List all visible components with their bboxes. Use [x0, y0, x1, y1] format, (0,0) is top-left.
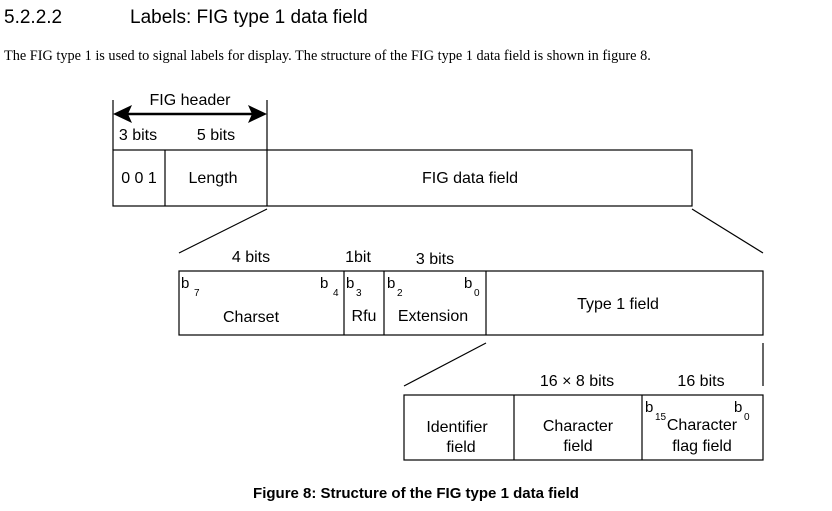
bit-b0-flag-letter: b	[734, 399, 742, 416]
bit-b2-sub: 2	[397, 288, 403, 299]
row2-box	[178, 270, 764, 336]
row3-box	[403, 394, 764, 461]
row1-bits-a: 3 bits	[119, 127, 157, 144]
bit-b0-flag-sub: 0	[744, 412, 750, 423]
cell-charset: Charset	[223, 309, 280, 326]
cell-length: Length	[189, 170, 238, 187]
flag-label-1: Character	[667, 417, 738, 434]
row2-bits-a: 4 bits	[232, 249, 270, 266]
identifier-label-1: Identifier	[426, 419, 488, 436]
row1-box	[112, 149, 693, 207]
fig-header-label: FIG header	[150, 92, 232, 109]
bit-b3-letter: b	[346, 275, 354, 292]
section-title: Labels: FIG type 1 data field	[130, 7, 368, 28]
bit-b7-letter: b	[181, 275, 189, 292]
character-label-2: field	[563, 438, 592, 455]
row3-bits-b: 16 bits	[677, 373, 724, 390]
row3-bits-a: 16 × 8 bits	[540, 373, 614, 390]
cell-001: 0 0 1	[121, 170, 157, 187]
intro-paragraph: The FIG type 1 is used to signal labels …	[4, 48, 651, 64]
expand-line-left-2	[403, 342, 487, 387]
bit-b0-sub: 0	[474, 288, 480, 299]
cell-type1-field: Type 1 field	[577, 296, 659, 313]
row2-bits-b: 1bit	[345, 249, 371, 266]
bit-b3-sub: 3	[356, 288, 362, 299]
identifier-label-2: field	[446, 439, 475, 456]
expand-line-right-1	[691, 208, 764, 254]
bit-b7-sub: 7	[194, 288, 200, 299]
bit-b15-letter: b	[645, 399, 653, 416]
section-heading: 5.2.2.2 Labels: FIG type 1 data field	[4, 6, 368, 30]
bit-b2-letter: b	[387, 275, 395, 292]
figure-caption: Figure 8: Structure of the FIG type 1 da…	[253, 485, 579, 502]
bit-b0-letter: b	[464, 275, 472, 292]
cell-rfu: Rfu	[352, 308, 377, 325]
bit-b4-letter: b	[320, 275, 328, 292]
bit-b15-sub: 15	[655, 412, 667, 423]
header-arrow-right-head	[248, 105, 267, 123]
character-label-1: Character	[543, 418, 614, 435]
section-number: 5.2.2.2	[4, 7, 63, 28]
cell-fig-data-field: FIG data field	[422, 170, 518, 187]
row2-bits-c: 3 bits	[416, 251, 454, 268]
row1-bits-b: 5 bits	[197, 127, 235, 144]
expand-line-left-1	[178, 208, 268, 254]
header-arrow-left-head	[113, 105, 132, 123]
flag-label-2: flag field	[672, 438, 732, 455]
cell-extension: Extension	[398, 308, 468, 325]
bit-b4-sub: 4	[333, 288, 339, 299]
